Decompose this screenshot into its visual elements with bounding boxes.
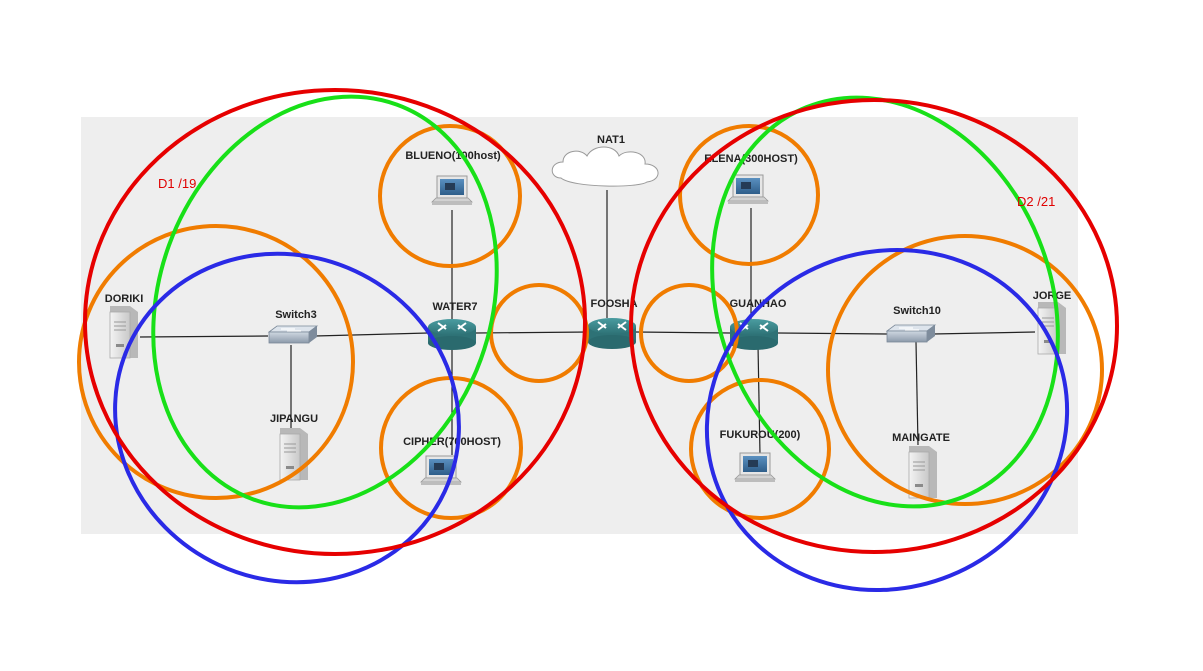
blue-ring [113,251,461,585]
switch-icon[interactable] [268,325,318,344]
orange-ring [77,224,355,500]
link-switch3-water7 [314,332,429,337]
node-label-switch3: Switch3 [275,309,317,321]
pc-icon[interactable] [727,174,769,205]
node-label-doriki: DORIKI [105,293,144,305]
link-water7-foosha [475,331,591,334]
link-switch10-jorge [932,331,1036,335]
node-label-water7: WATER7 [432,301,477,313]
node-label-elena: ELENA(300HOST) [704,153,798,165]
orange-ring [678,124,820,266]
node-label-maingate: MAINGATE [892,432,950,444]
red-ring [629,98,1119,554]
node-label-fukurou: FUKUROU(200) [720,429,801,441]
node-label-guanhao: GUANHAO [730,298,787,310]
node-label-switch10: Switch10 [893,305,941,317]
node-label-cipher: CIPHER(700HOST) [403,436,501,448]
pc-icon[interactable] [734,452,776,483]
green-ring [151,94,499,510]
domain-label-d2: D2 /21 [1017,194,1055,209]
router-icon[interactable] [587,317,637,350]
link-foosha-guanhao [635,331,731,334]
node-label-jorge: JORGE [1033,290,1072,302]
red-ring [83,88,587,556]
orange-ring [489,283,589,383]
node-label-jipangu: JIPANGU [270,413,318,425]
switch-icon[interactable] [886,324,936,343]
orange-ring [826,234,1104,506]
cloud-icon[interactable] [551,146,659,187]
node-label-nat1: NAT1 [597,134,625,146]
node-label-blueno: BLUENO(100host) [405,150,501,162]
annotation-rings [77,88,1119,593]
domain-label-d1: D1 /19 [158,176,196,191]
node-label-foosha: FOOSHA [590,298,637,310]
server-icon[interactable] [908,445,938,499]
link-guanhao-fukurou [757,344,761,456]
link-doriki-switch3 [139,335,269,338]
orange-ring [689,378,831,520]
link-switch10-maingate [915,341,919,446]
orange-ring [378,124,522,268]
pc-icon[interactable] [431,175,473,206]
blue-ring [704,247,1070,593]
